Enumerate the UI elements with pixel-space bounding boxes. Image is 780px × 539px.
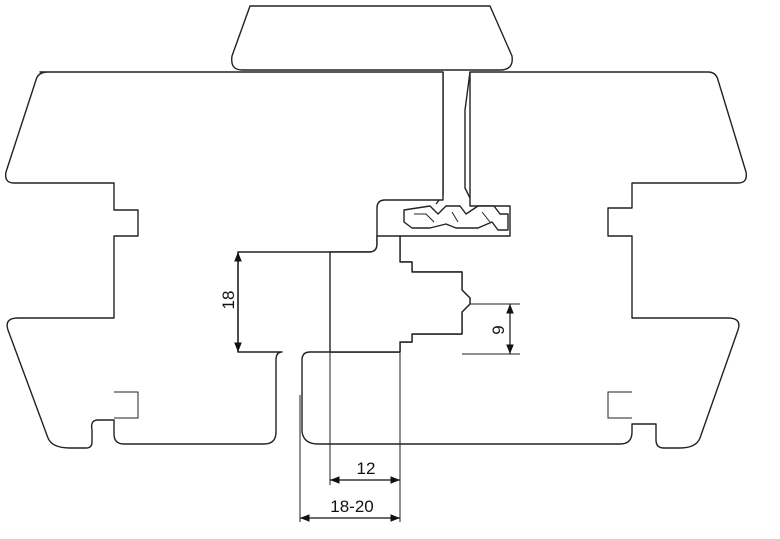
dim-label-width-outer: 18-20 bbox=[330, 497, 373, 516]
right-bottom-slot bbox=[607, 391, 632, 419]
gasket-inner bbox=[414, 211, 491, 223]
top-cap-profile bbox=[231, 5, 513, 71]
dim-label-width-inner: 12 bbox=[357, 459, 376, 478]
left-bottom-slot bbox=[114, 391, 139, 419]
dim-label-height-right: 9 bbox=[489, 325, 508, 334]
right-frame-profile bbox=[301, 71, 748, 449]
dim-label-height-left: 18 bbox=[219, 291, 238, 310]
